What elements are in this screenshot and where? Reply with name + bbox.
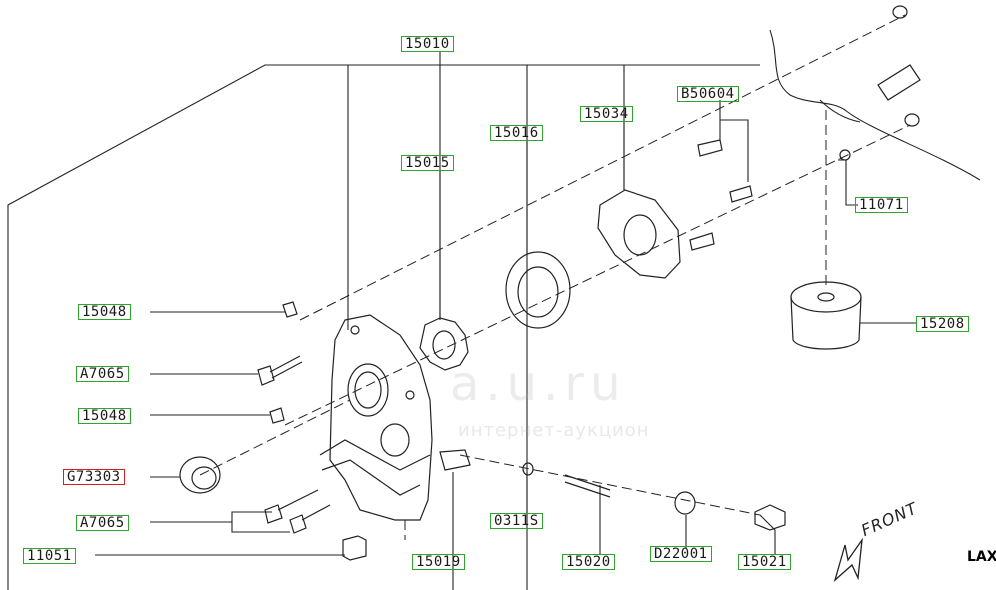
part-label-15034[interactable]: 15034 [580, 106, 633, 122]
frame-outline [7, 64, 760, 590]
part-label-15020[interactable]: 15020 [562, 554, 615, 570]
part-label-15019[interactable]: 15019 [412, 554, 465, 570]
relief-valve [439, 449, 786, 531]
part-label-b50604[interactable]: B50604 [677, 86, 739, 102]
part-label-g73303[interactable]: G73303 [63, 469, 125, 485]
part-label-15010[interactable]: 15010 [401, 36, 454, 52]
watermark-logo: a.u.ru [450, 356, 627, 412]
watermark-caption: интернет-аукцион [458, 420, 650, 441]
oil-filter [790, 281, 862, 350]
part-label-a7065-lower[interactable]: A7065 [76, 515, 129, 531]
front-arrow-icon [833, 537, 863, 582]
part-label-11051[interactable]: 11051 [23, 548, 76, 564]
outer-rotor [505, 251, 571, 329]
corner-text: LAX [967, 549, 996, 565]
part-label-15016[interactable]: 15016 [490, 125, 543, 141]
part-label-15021[interactable]: 15021 [738, 554, 791, 570]
part-label-15208[interactable]: 15208 [916, 316, 969, 332]
part-label-15048-lower[interactable]: 15048 [78, 408, 131, 424]
part-label-15015[interactable]: 15015 [401, 155, 454, 171]
pump-cover [597, 189, 681, 279]
part-label-a7065-upper[interactable]: A7065 [76, 366, 129, 382]
oil-seal [179, 456, 221, 494]
bolts [257, 139, 753, 534]
part-label-0311s[interactable]: 0311S [490, 513, 543, 529]
part-label-15048-upper[interactable]: 15048 [78, 304, 131, 320]
inner-gear [419, 317, 469, 371]
part-label-11071[interactable]: 11071 [855, 197, 908, 213]
oil-pump-housing [319, 314, 433, 521]
part-label-d22001[interactable]: D22001 [650, 546, 712, 562]
